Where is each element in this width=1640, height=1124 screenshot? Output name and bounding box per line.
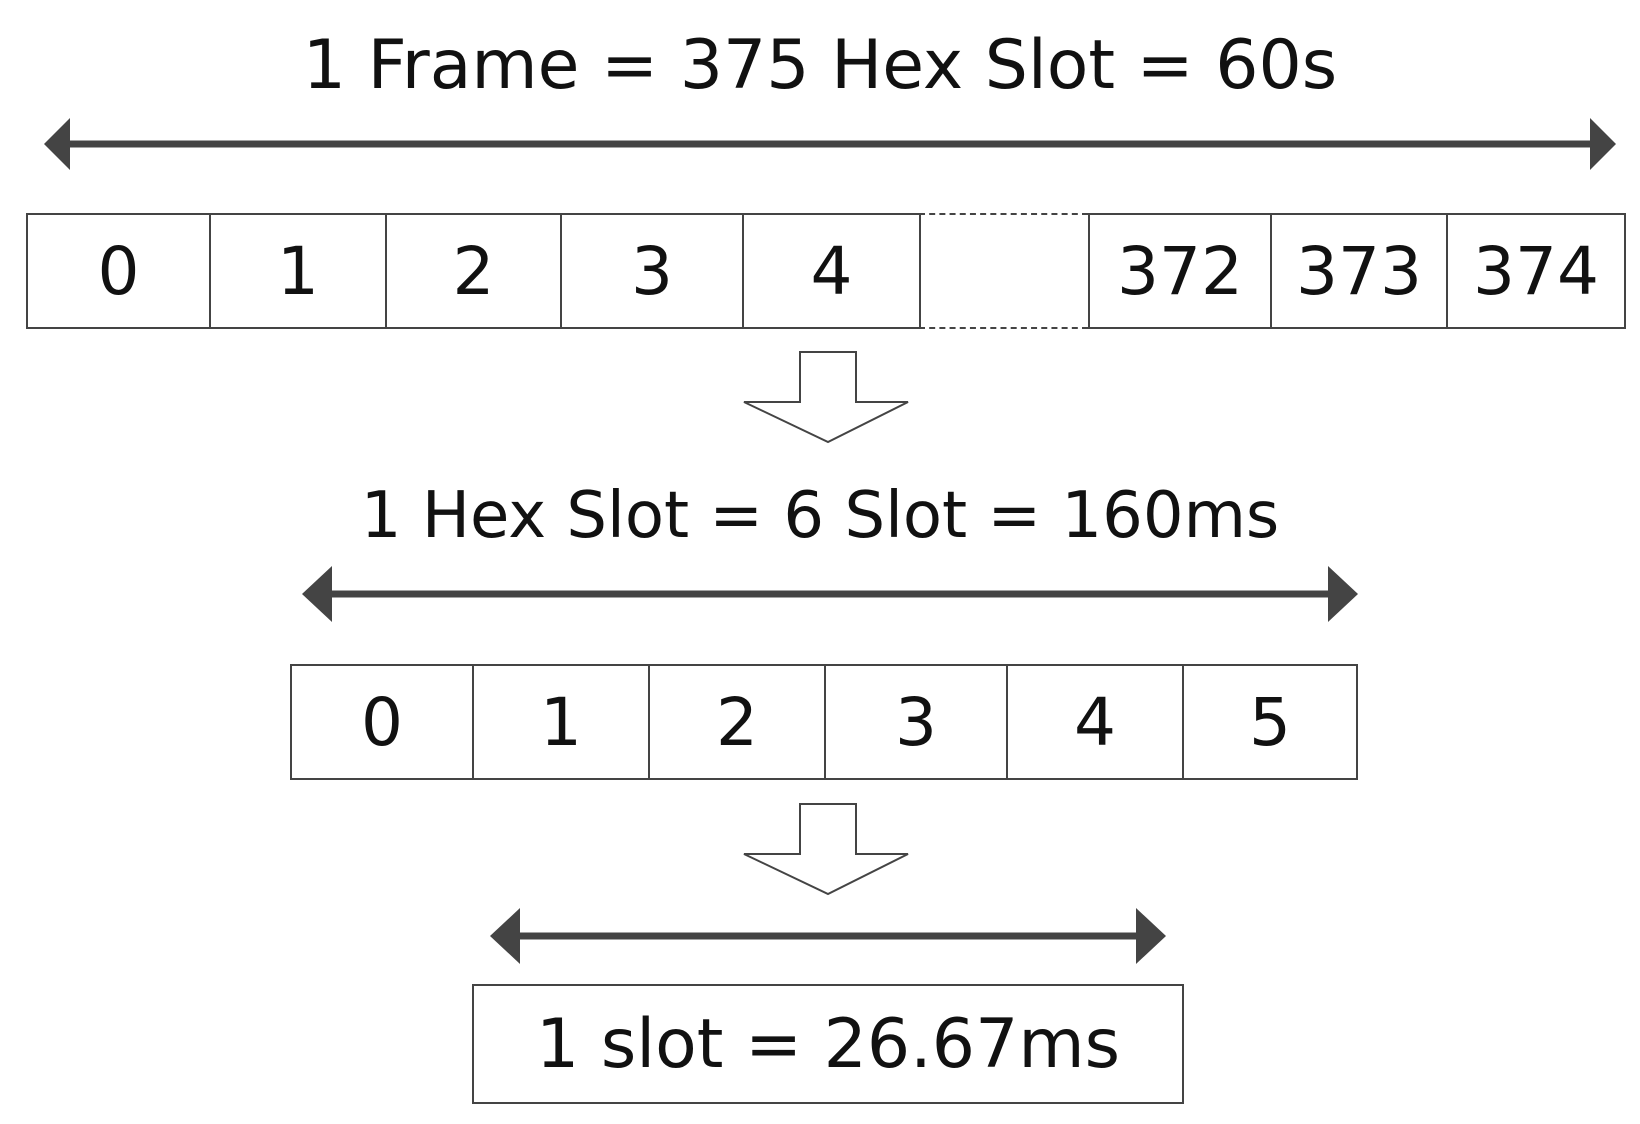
frame-cell: 372 — [1090, 215, 1272, 327]
hex-slot-span-arrow-icon — [302, 566, 1358, 622]
frame-cell: 374 — [1473, 232, 1599, 310]
frame-cell: 2 — [387, 215, 562, 327]
frame-cells-right: 372 373 374 — [1088, 213, 1626, 329]
frame-cell: 3 — [562, 215, 744, 327]
hex-slot-row: 0 1 2 3 4 5 — [290, 664, 1358, 780]
frame-cell: 0 — [28, 215, 211, 327]
frame-cells-left: 0 1 2 3 4 — [26, 213, 919, 329]
hex-slot-cell: 1 — [474, 666, 650, 778]
hex-slot-title: 1 Hex Slot = 6 Slot = 160ms — [360, 479, 1280, 553]
hex-slot-cell: 2 — [650, 666, 826, 778]
hex-slot-cell: 0 — [292, 666, 474, 778]
frame-cell: 1 — [211, 215, 387, 327]
hex-slot-cell: 4 — [1008, 666, 1184, 778]
frame-span-arrow-icon — [44, 118, 1616, 170]
frame-cell: 4 — [810, 232, 853, 310]
slot-duration-box: 1 slot = 26.67ms — [472, 984, 1184, 1104]
hex-slot-cell: 5 — [1249, 683, 1291, 761]
frame-cell: 373 — [1272, 215, 1448, 327]
frame-title: 1 Frame = 375 Hex Slot = 60s — [302, 26, 1338, 105]
expand-down-arrow-icon — [743, 351, 909, 444]
frame-ellipsis-gap — [919, 213, 1088, 329]
slot-span-arrow-icon — [490, 908, 1166, 964]
frame-slot-row: 0 1 2 3 4 372 373 374 — [26, 213, 1626, 329]
slot-duration-label: 1 slot = 26.67ms — [535, 1004, 1120, 1084]
expand-down-arrow-icon — [743, 803, 909, 896]
hex-slot-cell: 3 — [826, 666, 1008, 778]
